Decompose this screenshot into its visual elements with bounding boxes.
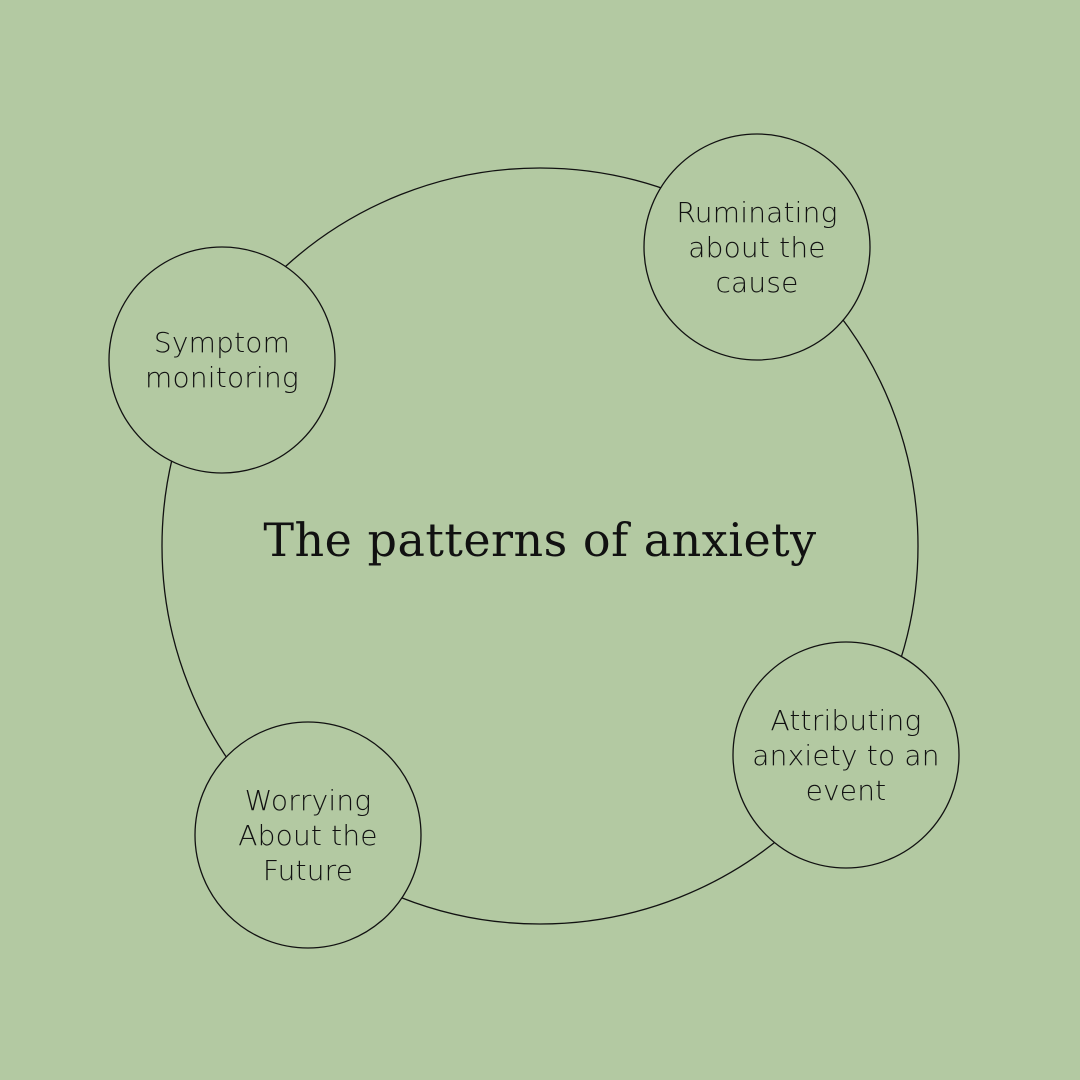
node-circle-attributing — [732, 641, 960, 869]
diagram-title: The patterns of anxiety — [263, 513, 817, 567]
node-circle-ruminating — [643, 133, 871, 361]
node-circle-symptom — [108, 246, 336, 474]
cycle-ring — [161, 167, 919, 925]
node-circle-worrying — [194, 721, 422, 949]
